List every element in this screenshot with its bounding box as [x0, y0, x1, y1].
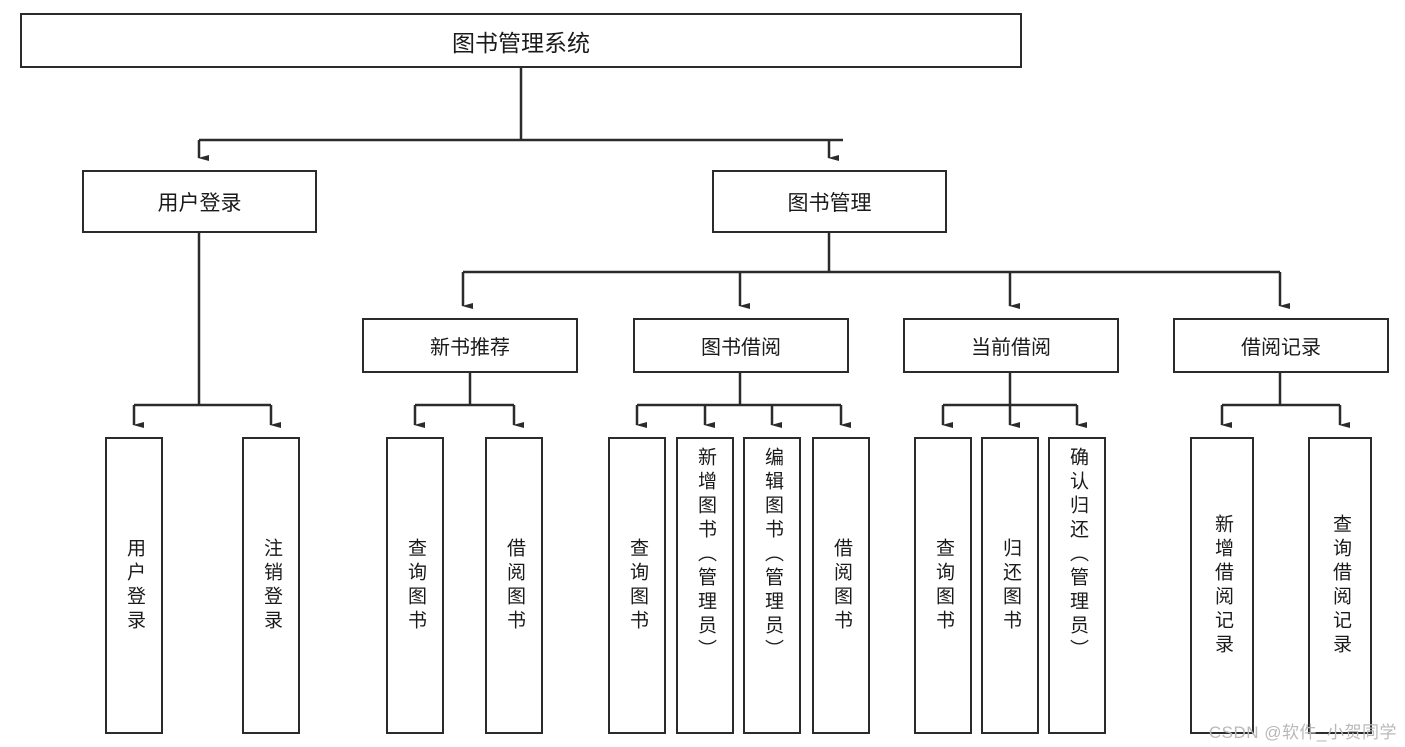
leaf-label: 用户登录: [123, 537, 145, 634]
leaf-label: 注销登录: [260, 537, 282, 634]
leaf-book-borrow-borrow-book[interactable]: 借阅图书: [812, 437, 870, 734]
leaf-label: 查询借阅记录: [1329, 513, 1351, 658]
node-borrow-record[interactable]: 借阅记录: [1173, 318, 1389, 373]
node-current-borrow[interactable]: 当前借阅: [903, 318, 1119, 373]
leaf-book-borrow-edit-book-admin[interactable]: 编辑图书（管理员）: [743, 437, 801, 734]
node-label: 新书推荐: [430, 337, 510, 359]
leaf-label: 借阅图书: [830, 537, 852, 634]
node-label: 图书管理: [787, 191, 872, 215]
csdn-watermark: CSDN @软件_小贺同学: [1208, 723, 1397, 742]
leaf-new-book-query-book[interactable]: 查询图书: [386, 437, 444, 734]
leaf-borrow-record-query-record[interactable]: 查询借阅记录: [1308, 437, 1372, 734]
leaf-label: 归还图书: [999, 537, 1021, 634]
leaf-user-login-login[interactable]: 用户登录: [105, 437, 163, 734]
leaf-label: 新增图书（管理员）: [694, 447, 716, 663]
node-label: 图书管理系统: [452, 29, 590, 56]
leaf-label: 查询图书: [932, 537, 954, 634]
leaf-user-login-logout[interactable]: 注销登录: [242, 437, 300, 734]
node-user-login[interactable]: 用户登录: [82, 170, 317, 233]
leaf-current-borrow-confirm-return-admin[interactable]: 确认归还（管理员）: [1048, 437, 1106, 734]
leaf-label: 编辑图书（管理员）: [761, 447, 783, 663]
node-book-management[interactable]: 图书管理: [712, 170, 947, 233]
leaf-new-book-borrow-book[interactable]: 借阅图书: [485, 437, 543, 734]
leaf-borrow-record-add-record[interactable]: 新增借阅记录: [1190, 437, 1254, 734]
leaf-book-borrow-query-book[interactable]: 查询图书: [608, 437, 666, 734]
node-book-borrow[interactable]: 图书借阅: [633, 318, 849, 373]
node-label: 图书借阅: [701, 337, 781, 359]
node-label: 当前借阅: [971, 337, 1051, 359]
leaf-label: 查询图书: [404, 537, 426, 634]
leaf-label: 确认归还（管理员）: [1066, 447, 1088, 663]
leaf-current-borrow-query-book[interactable]: 查询图书: [914, 437, 972, 734]
leaf-label: 借阅图书: [503, 537, 525, 634]
node-label: 借阅记录: [1241, 337, 1321, 359]
node-new-book-recommend[interactable]: 新书推荐: [362, 318, 578, 373]
leaf-current-borrow-return-book[interactable]: 归还图书: [981, 437, 1039, 734]
leaf-label: 新增借阅记录: [1211, 513, 1233, 658]
node-root-book-management-system[interactable]: 图书管理系统: [20, 13, 1022, 68]
leaf-book-borrow-add-book-admin[interactable]: 新增图书（管理员）: [676, 437, 734, 734]
leaf-label: 查询图书: [626, 537, 648, 634]
node-label: 用户登录: [157, 191, 242, 215]
